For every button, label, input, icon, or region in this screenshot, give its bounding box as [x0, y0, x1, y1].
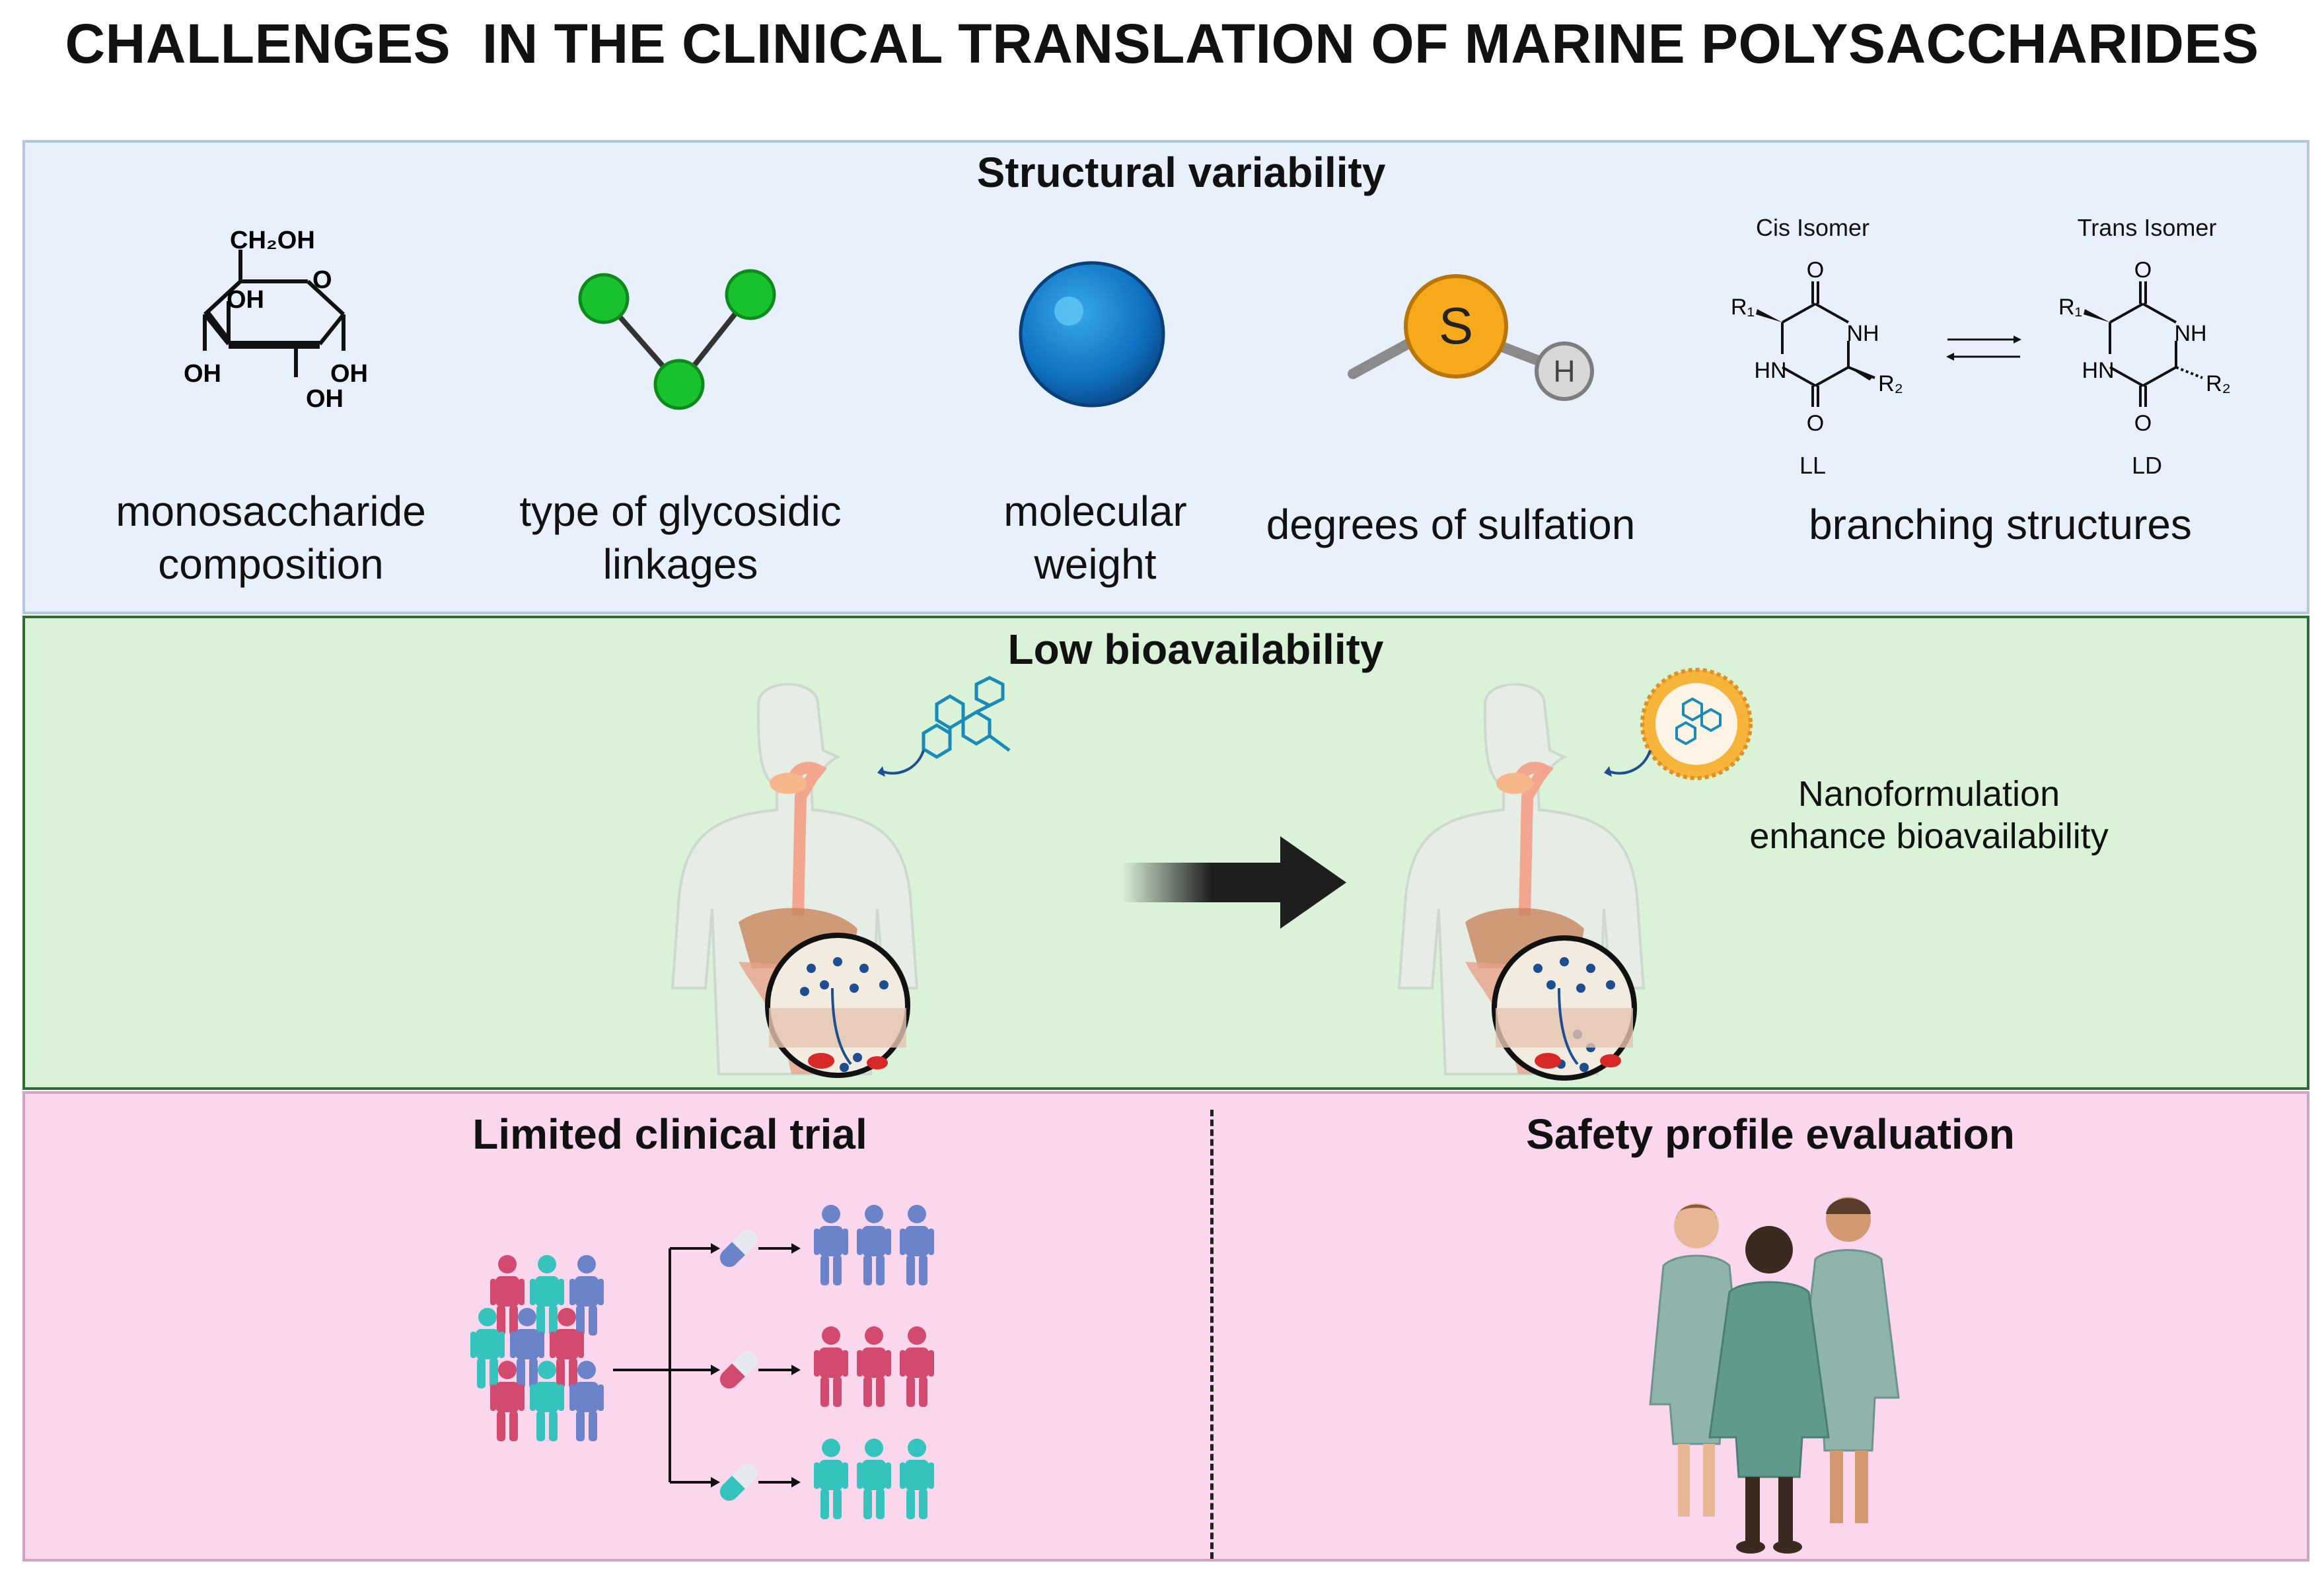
trans-nh: NH [2174, 321, 2206, 346]
panel-divider [1210, 1110, 1214, 1559]
oh-label-4: OH [306, 385, 344, 413]
human-digestion-icon-after [1397, 683, 1646, 1081]
sulfur-hydrogen-icon: S H [1348, 274, 1594, 401]
intake-arrow-icon-before [877, 750, 925, 777]
cis-o-top: O [1807, 258, 1824, 283]
oh-label-1: OH [227, 286, 264, 314]
cis-o-bottom: O [1807, 411, 1824, 436]
polysaccharide-molecule-icon [922, 676, 1011, 759]
label-branching-structures: branching structures [1809, 498, 2192, 551]
trans-o-top: O [2134, 258, 2152, 283]
cis-r2: R₂ [1878, 371, 1903, 396]
label-monosaccharide-composition: monosaccharide composition [116, 485, 426, 591]
intake-arrow-icon-after [1604, 750, 1652, 777]
human-digestion-icon-before [671, 683, 919, 1078]
patients-in-gowns-icon [1649, 1197, 1900, 1554]
note-line: Nanoformulation [1797, 774, 2060, 814]
trans-r1: R₁ [2058, 295, 2082, 320]
limited-clinical-trial-heading: Limited clinical trial [472, 1110, 867, 1158]
label-line: type of glycosidic [519, 487, 842, 535]
liposome-nanoparticle-icon [1640, 668, 1753, 780]
label-molecular-weight: molecular weight [1003, 485, 1186, 591]
oh-label-3: OH [330, 360, 368, 388]
label-glycosidic-linkages: type of glycosidic linkages [519, 485, 841, 591]
figure-title: CHALLENGES IN THE CLINICAL TRANSLATION O… [65, 13, 2259, 75]
nanoformulation-note: Nanoformulation enhance bioavailability [1749, 773, 2108, 857]
cis-hn: HN [1754, 358, 1786, 383]
sulfur-label: S [1439, 297, 1473, 355]
cis-isomer-title: Cis Isomer [1755, 214, 1870, 241]
oh-label-2: OH [184, 360, 221, 388]
improvement-arrow-icon [1122, 836, 1346, 929]
label-degrees-of-sulfation: degrees of sulfation [1266, 498, 1636, 551]
cis-nh: NH [1846, 321, 1879, 346]
cis-isomer-structure-icon: O NH HN O R₁ R₂ [1731, 258, 1903, 436]
label-line: molecular [1003, 487, 1187, 535]
cis-r1: R₁ [1731, 295, 1755, 320]
low-bioavailability-heading: Low bioavailability [1007, 626, 1384, 673]
structural-variability-panel: Structural variability CH₂OH O OH OH OH … [22, 140, 2309, 614]
glucose-structure-icon: CH₂OH O OH OH OH OH [184, 227, 368, 413]
trans-o-bottom: O [2134, 411, 2152, 436]
low-bioavailability-panel: Low bioavailability [22, 616, 2309, 1090]
trans-isomer-structure-icon: O NH HN O R₁ R₂ [2058, 258, 2231, 436]
label-line: weight [1034, 540, 1157, 588]
label-line: monosaccharide [116, 487, 426, 535]
equilibrium-arrows-icon [1946, 336, 2021, 361]
clinical-safety-panel: Limited clinical trial Safety profile ev… [22, 1091, 2309, 1562]
ring-oxygen-label: O [312, 266, 332, 294]
molecule-sphere-icon [1019, 261, 1165, 408]
label-line: branching structures [1809, 501, 2192, 548]
clinical-trial-diagram-icon [470, 1205, 934, 1519]
trans-isomer-title: Trans Isomer [2077, 214, 2217, 241]
trans-r2: R₂ [2206, 371, 2231, 396]
safety-profile-heading: Safety profile evaluation [1526, 1110, 2015, 1158]
ch2oh-label: CH₂OH [230, 227, 315, 254]
label-line: linkages [602, 540, 758, 588]
trans-isomer-code: LD [2131, 452, 2163, 479]
hydrogen-label: H [1553, 354, 1575, 388]
label-line: degrees of sulfation [1266, 501, 1636, 548]
glycosidic-linkage-icon [578, 269, 776, 410]
label-line: composition [158, 540, 384, 588]
trans-hn: HN [2082, 358, 2114, 383]
cis-isomer-code: LL [1799, 452, 1827, 479]
structural-variability-heading: Structural variability [976, 149, 1386, 196]
note-line: enhance bioavailability [1749, 816, 2109, 856]
